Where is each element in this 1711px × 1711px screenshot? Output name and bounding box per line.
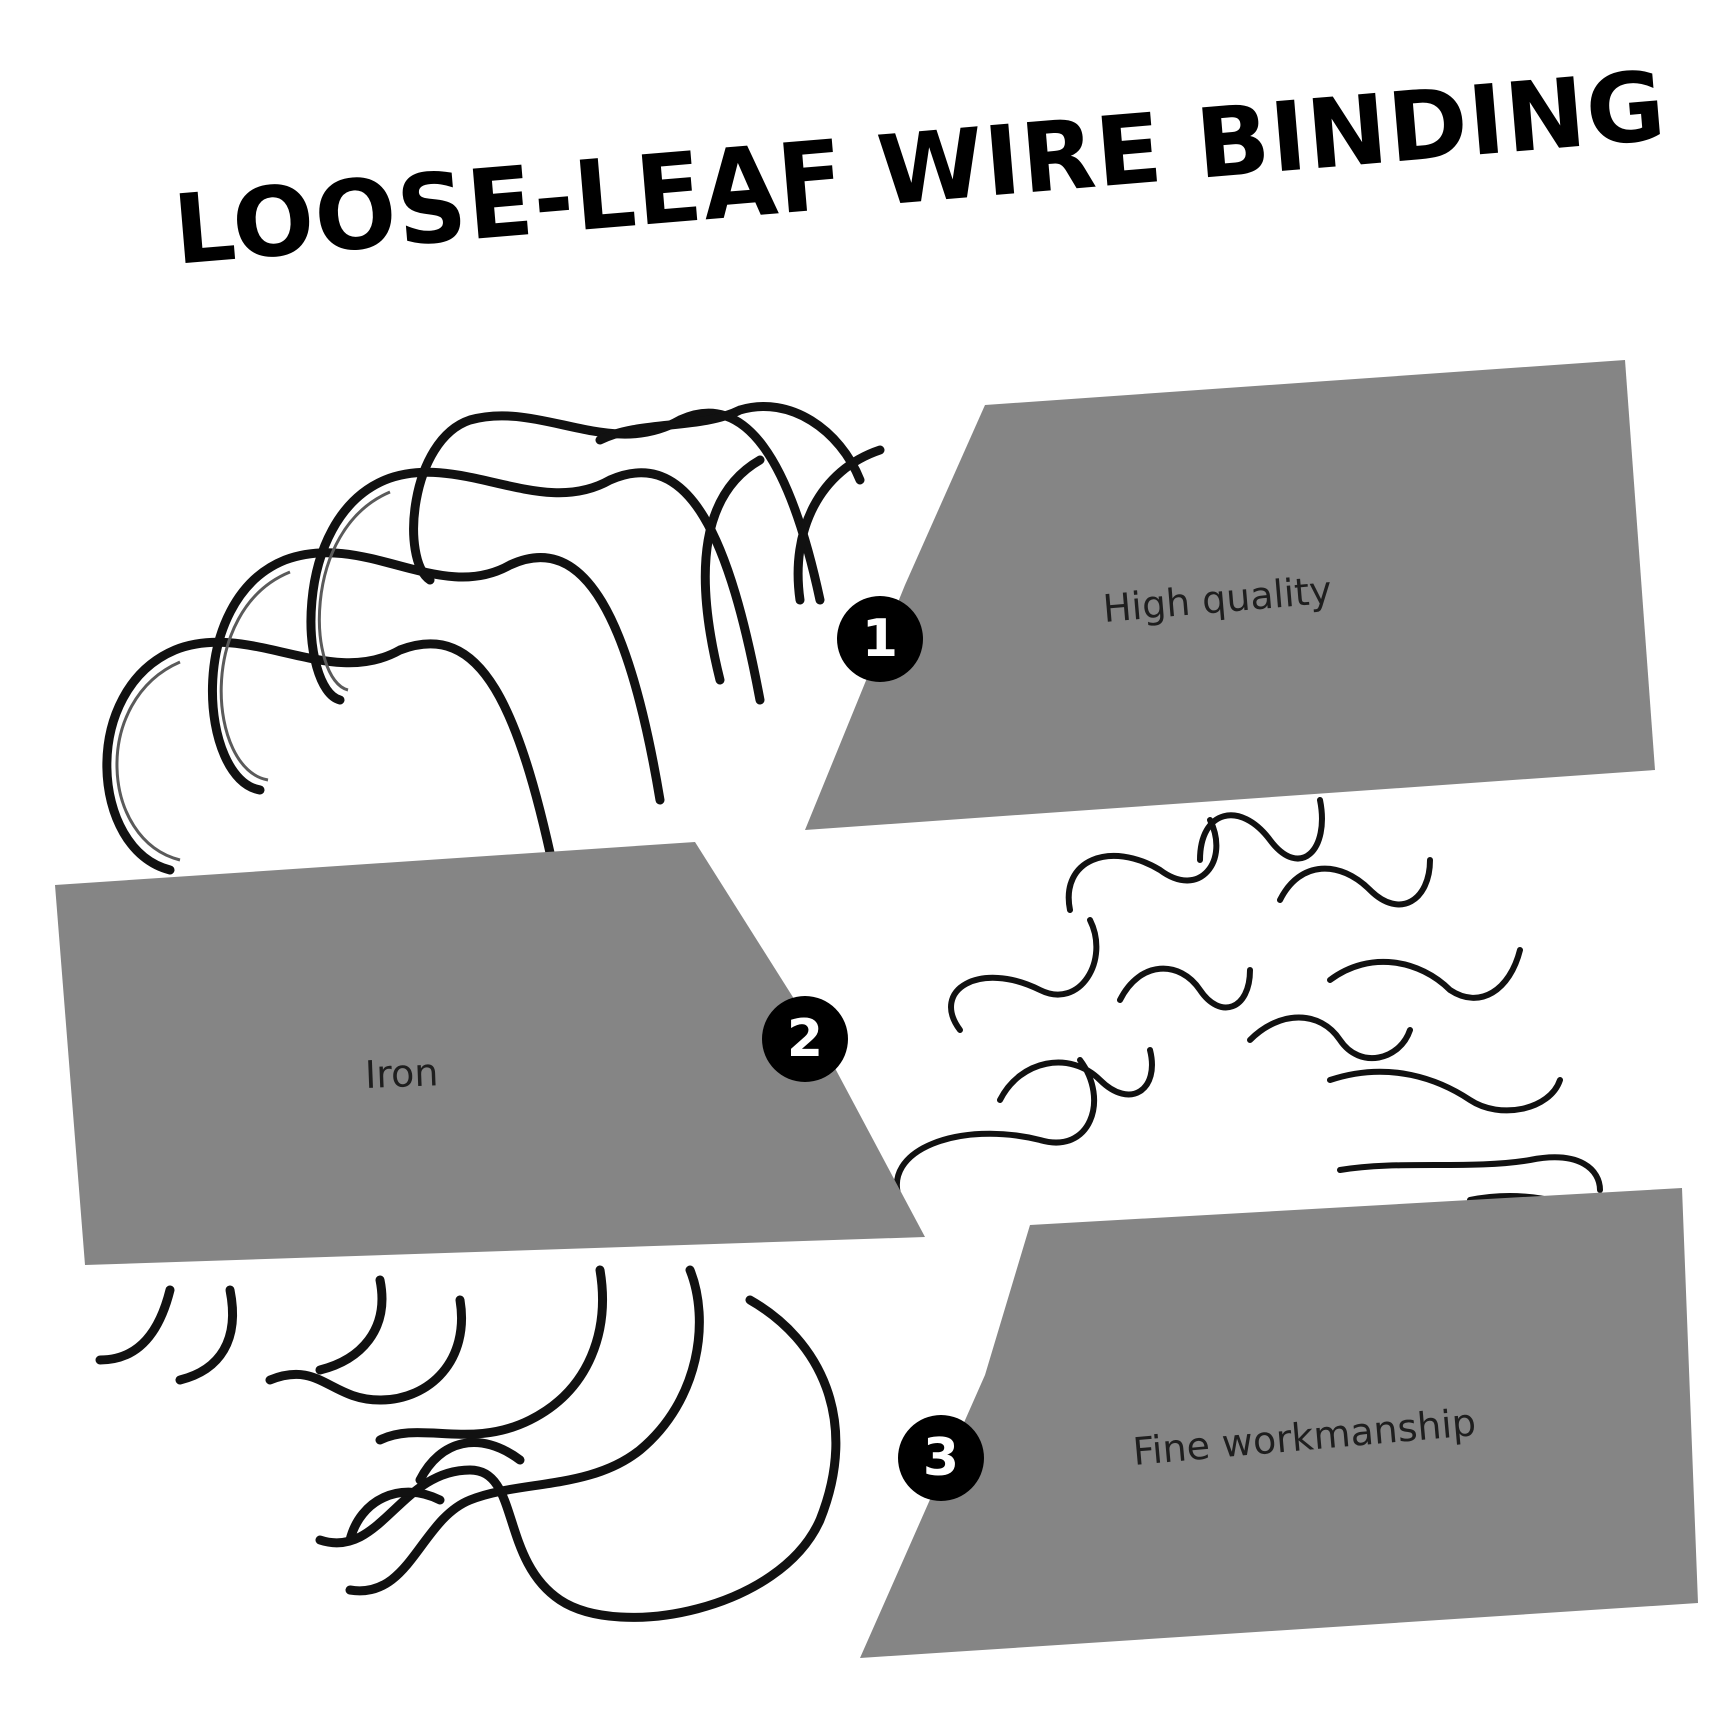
badge-number-1: 1 <box>837 596 923 682</box>
feature-panel-3 <box>860 1188 1698 1658</box>
badge-number-3: 3 <box>898 1415 984 1501</box>
feature-panel-1 <box>805 360 1655 830</box>
wire-binding-photo-top <box>25 402 945 905</box>
wire-binding-photo-bottom <box>85 1225 1040 1700</box>
badge-number-2: 2 <box>762 996 848 1082</box>
feature-label-iron: Iron <box>364 1050 440 1097</box>
feature-panel-2 <box>55 842 925 1265</box>
wire-binding-photo-middle <box>894 797 1603 1223</box>
